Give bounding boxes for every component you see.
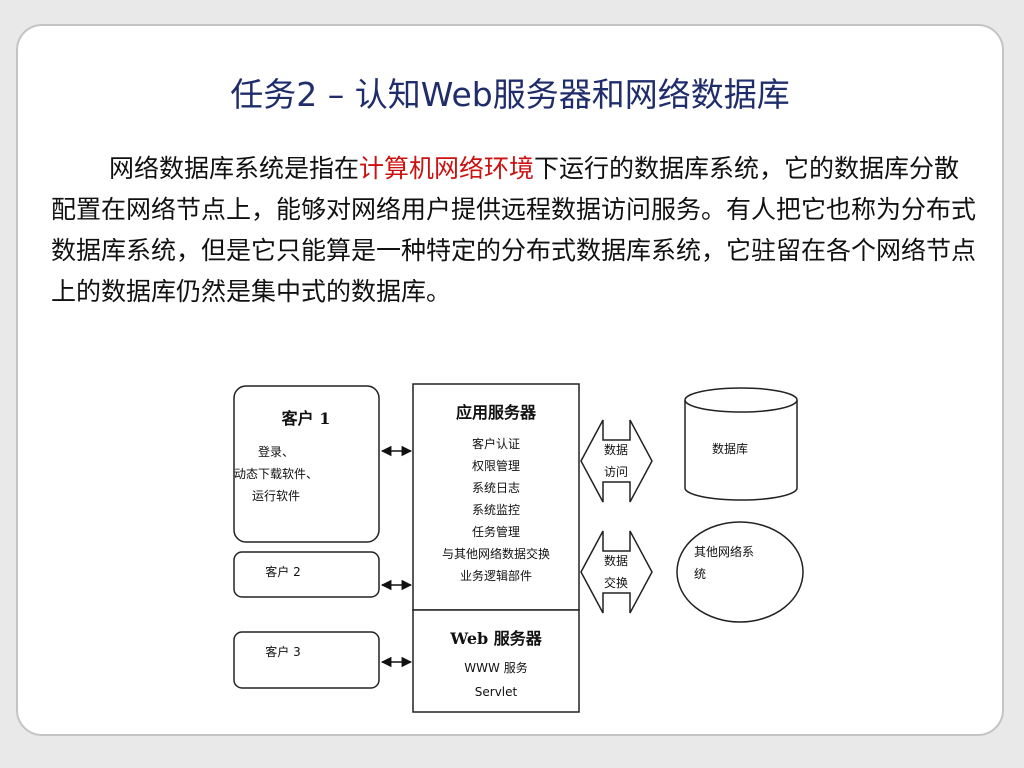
slide-frame: 任务2 – 认知Web服务器和网络数据库 网络数据库系统是指在计算机网络环境下运… — [16, 24, 1004, 736]
other-network-ellipse: 其他网络系 统 — [676, 521, 804, 623]
app-server-item: 业务逻辑部件 — [460, 568, 532, 583]
app-server-item: 权限管理 — [472, 458, 520, 473]
app-server-item: 客户认证 — [472, 436, 520, 451]
data-access-label-2: 访问 — [604, 465, 628, 479]
app-server-box: 应用服务器 客户认证 权限管理 系统日志 系统监控 任务管理 与其他网络数据交换… — [412, 383, 580, 611]
web-server-item: Servlet — [475, 685, 518, 699]
client-1-line-1: 登录、 — [258, 444, 294, 459]
app-server-item: 与其他网络数据交换 — [442, 546, 550, 561]
app-server-item: 系统监控 — [472, 503, 520, 517]
client-1-title: 客户 1 — [282, 409, 331, 428]
paragraph-text-start: 网络数据库系统是指在 — [109, 154, 360, 183]
body-paragraph: 网络数据库系统是指在计算机网络环境下运行的数据库系统，它的数据库分散配置在网络节… — [51, 148, 981, 312]
data-access-arrow: 数据 访问 — [580, 419, 653, 503]
other-network-label-1: 其他网络系 — [694, 544, 754, 559]
architecture-diagram: 客户 1 登录、 动态下载软件、 运行软件 客户 2 客户 3 应用服务器 客户… — [233, 383, 804, 713]
other-network-label-2: 统 — [694, 567, 706, 581]
web-server-item: WWW 服务 — [464, 660, 527, 675]
web-server-title: Web 服务器 — [449, 629, 543, 648]
client-2-label: 客户 2 — [265, 564, 300, 579]
paragraph-text-end: 下运行的数据库系统，它的数据库分散配置在网络节点上，能够对网络用户提供远程数据访… — [51, 154, 977, 306]
data-exchange-arrow: 数据 交换 — [580, 530, 653, 614]
data-exchange-label-2: 交换 — [604, 575, 628, 590]
client-1-line-2: 动态下载软件、 — [234, 467, 318, 481]
app-server-item: 系统日志 — [472, 481, 520, 495]
database-label: 数据库 — [712, 441, 748, 456]
database-cylinder: 数据库 — [684, 387, 798, 501]
client-3-box: 客户 3 — [233, 631, 380, 689]
paragraph-highlight: 计算机网络环境 — [359, 154, 535, 183]
web-server-box: Web 服务器 WWW 服务 Servlet — [412, 609, 580, 713]
slide-title: 任务2 – 认知Web服务器和网络数据库 — [230, 75, 790, 114]
client-3-label: 客户 3 — [265, 644, 300, 659]
data-access-label-1: 数据 — [604, 442, 628, 457]
app-server-title: 应用服务器 — [456, 403, 537, 422]
data-exchange-label-1: 数据 — [604, 553, 628, 568]
client-1-box: 客户 1 登录、 动态下载软件、 运行软件 — [233, 385, 380, 543]
client-1-line-3: 运行软件 — [252, 489, 300, 503]
app-server-item: 任务管理 — [472, 524, 520, 539]
client-2-box: 客户 2 — [233, 551, 380, 598]
